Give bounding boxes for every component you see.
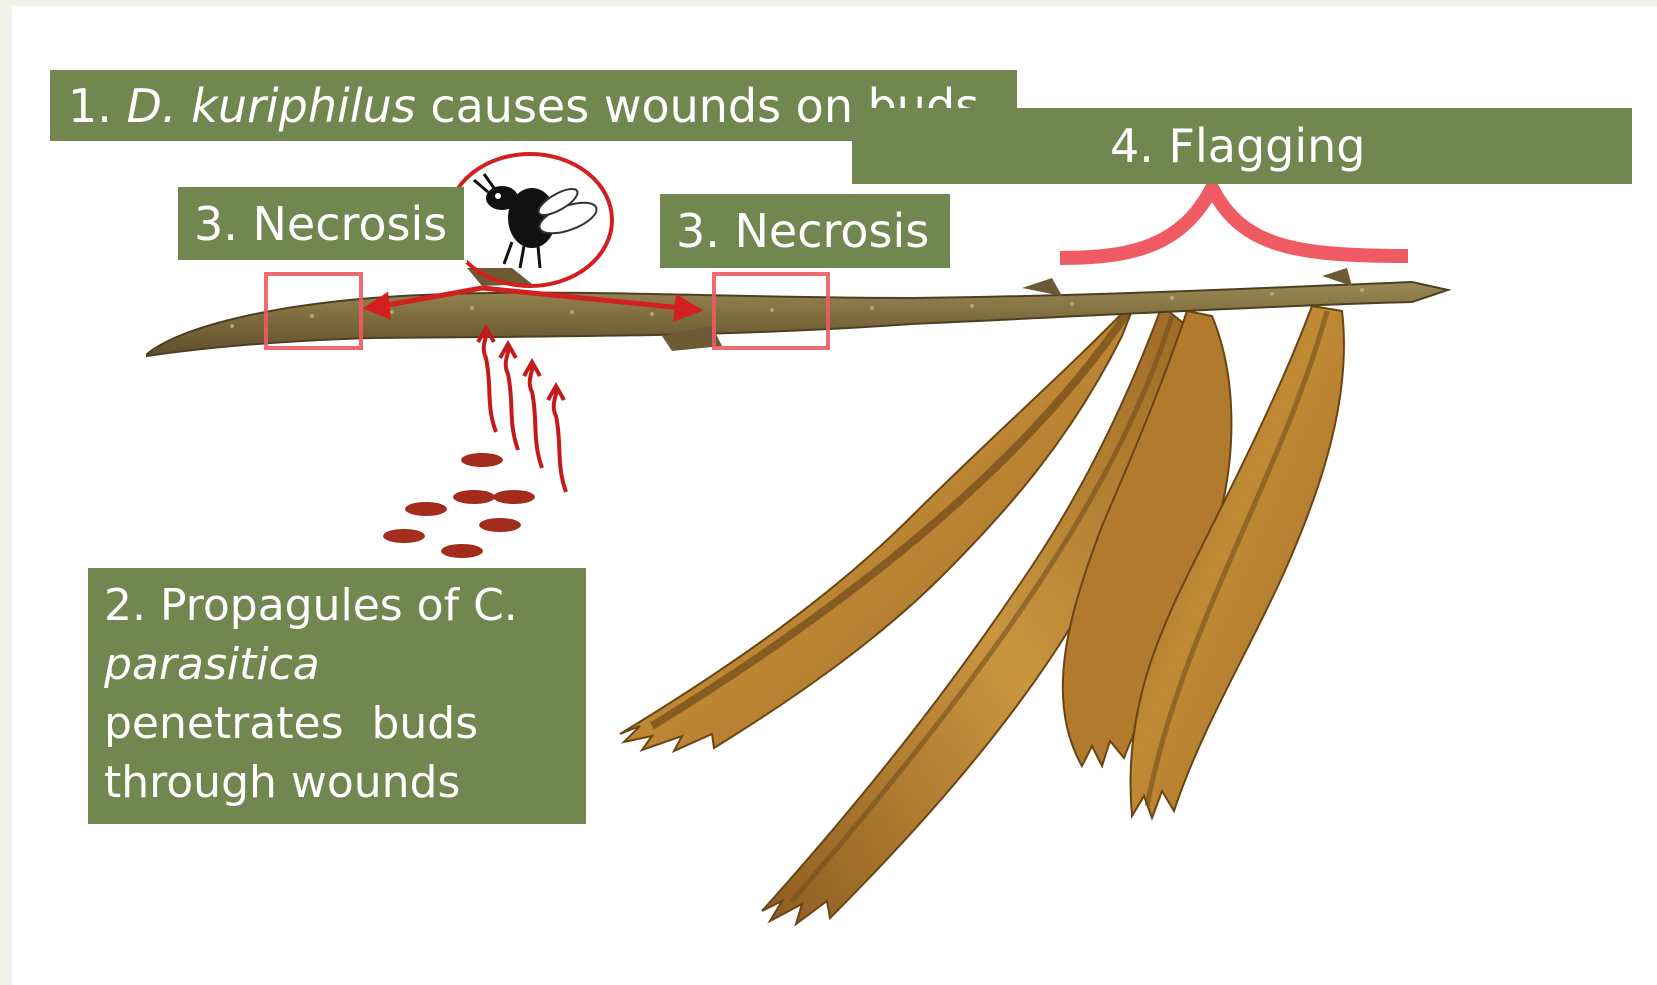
step3-right-label: 3. Necrosis — [660, 194, 950, 268]
step2-line3: penetrates buds — [104, 694, 586, 753]
chestnut-twig — [147, 268, 1448, 356]
step4-text: 4. Flagging — [1110, 123, 1365, 169]
penetration-arrows — [478, 328, 566, 492]
step3-left-text: 3. Necrosis — [194, 201, 447, 247]
gall-wasp-icon — [474, 174, 600, 268]
dead-leaves — [620, 298, 1344, 924]
flagging-bracket — [1060, 188, 1408, 258]
step2-line4: through wounds — [104, 753, 586, 812]
step2-species: parasitica — [104, 639, 320, 690]
spore-icon — [383, 453, 535, 558]
step2-label: 2. Propagules of C. parasitica penetrate… — [88, 568, 586, 824]
step3-right-text: 3. Necrosis — [676, 208, 929, 254]
step2-line1: 2. Propagules of C. — [104, 576, 586, 635]
step1-species: D. kuriphilus — [127, 83, 416, 129]
leaf-midrib — [652, 306, 1132, 726]
step1-number: 1. — [68, 83, 112, 129]
step2-line2: parasitica — [104, 635, 586, 694]
step3-left-label: 3. Necrosis — [178, 187, 467, 263]
slide: 1. D. kuriphilus causes wounds on buds 4… — [12, 6, 1657, 985]
step4-label: 4. Flagging — [852, 108, 1632, 184]
